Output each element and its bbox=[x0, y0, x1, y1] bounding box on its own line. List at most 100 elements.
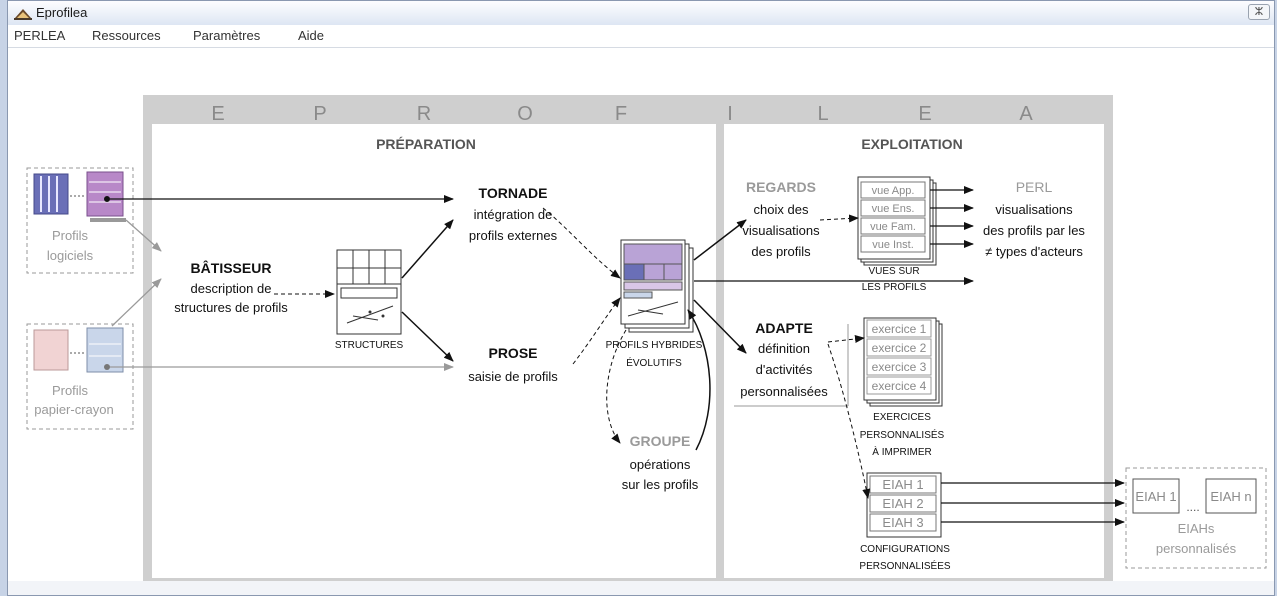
exercises-label: EXERCICES bbox=[873, 412, 931, 423]
exercises-stack: exercice 1 exercice 2 exercice 3 exercic… bbox=[860, 317, 945, 458]
arrow bbox=[693, 299, 747, 354]
adapte-line: définition bbox=[758, 341, 810, 356]
configurations-label: CONFIGURATIONS bbox=[860, 544, 950, 555]
regards-block: REGARDS choix des visualisations des pro… bbox=[742, 179, 820, 259]
arrow bbox=[125, 219, 162, 252]
arrow bbox=[401, 311, 454, 362]
adapte-line: personnalisées bbox=[740, 384, 828, 399]
eiahs-box-label: EIAH 1 bbox=[1135, 489, 1176, 504]
regards-line: visualisations bbox=[742, 223, 820, 238]
perl-line: ≠ types d'acteurs bbox=[985, 244, 1083, 259]
menu-bar: PERLEA Ressources Paramètres Aide bbox=[8, 25, 1274, 48]
arrow bbox=[827, 335, 865, 343]
arrow bbox=[401, 219, 454, 279]
eiahs-box-label: EIAH n bbox=[1210, 489, 1251, 504]
menu-parametres[interactable]: Paramètres bbox=[193, 28, 261, 43]
banner-letter: A bbox=[1019, 103, 1033, 125]
arrow bbox=[827, 343, 871, 499]
view-item: vue Ens. bbox=[872, 203, 915, 215]
software-profiles-label: logiciels bbox=[47, 248, 94, 263]
menu-aide[interactable]: Aide bbox=[298, 28, 325, 43]
view-item: vue Inst. bbox=[872, 239, 914, 251]
preparation-heading: PRÉPARATION bbox=[376, 136, 476, 152]
regards-line: des profils bbox=[751, 244, 811, 259]
banner-letter: F bbox=[615, 103, 627, 125]
groupe-line: opérations bbox=[630, 457, 691, 472]
paper-profiles-label: Profils bbox=[52, 383, 89, 398]
tornade-line: profils externes bbox=[469, 228, 558, 243]
status-strip bbox=[8, 581, 1274, 595]
app-logo-icon bbox=[14, 9, 32, 20]
eiah-item: EIAH 2 bbox=[882, 496, 923, 511]
prose-title: PROSE bbox=[488, 345, 537, 361]
exercises-label: À IMPRIMER bbox=[872, 445, 931, 458]
prose-block: PROSE saisie de profils bbox=[468, 345, 558, 384]
arrow bbox=[693, 219, 747, 261]
adapte-title: ADAPTE bbox=[755, 320, 813, 336]
prose-line: saisie de profils bbox=[468, 369, 558, 384]
exercise-item: exercice 1 bbox=[872, 322, 927, 336]
tornade-block: TORNADE intégration de profils externes bbox=[469, 185, 558, 243]
flow-arrows bbox=[110, 186, 1125, 526]
perl-block: PERL visualisations des profils par les … bbox=[983, 179, 1085, 259]
banner-letters: E P R O F I L E A bbox=[211, 103, 1033, 125]
groupe-line: sur les profils bbox=[622, 477, 699, 492]
views-label: VUES SUR bbox=[868, 266, 919, 277]
structures-label: STRUCTURES bbox=[335, 340, 404, 351]
close-button[interactable]: ⵣ bbox=[1248, 4, 1270, 20]
tornade-line: intégration de bbox=[474, 207, 553, 222]
groupe-title: GROUPE bbox=[630, 433, 691, 449]
diagram-area: E P R O F I L E A PRÉPARATION EXPLOITATI… bbox=[8, 48, 1274, 595]
exercise-item: exercice 2 bbox=[872, 341, 927, 355]
perl-line: des profils par les bbox=[983, 223, 1085, 238]
eiahs-label: EIAHs bbox=[1178, 521, 1215, 536]
paper-profiles-input: Profils papier-crayon bbox=[26, 323, 134, 430]
banner-letter: L bbox=[817, 103, 828, 125]
perl-title: PERL bbox=[1016, 179, 1053, 195]
regards-line: choix des bbox=[754, 202, 809, 217]
window-title: Eprofilea bbox=[36, 5, 88, 20]
exploitation-heading: EXPLOITATION bbox=[861, 136, 962, 152]
banner-letter: I bbox=[727, 103, 733, 125]
hybrid-profiles-label: ÉVOLUTIFS bbox=[626, 356, 682, 369]
banner-letter: E bbox=[918, 103, 931, 125]
exercise-item: exercice 4 bbox=[872, 379, 927, 393]
menu-ressources[interactable]: Ressources bbox=[92, 28, 161, 43]
arrow bbox=[542, 207, 621, 279]
title-bar: Eprofilea ⵣ bbox=[8, 1, 1274, 26]
eiah-stack: EIAH 1 EIAH 2 EIAH 3 CONFIGURATIONS PERS… bbox=[859, 472, 951, 572]
view-item: vue App. bbox=[872, 185, 915, 197]
regards-title: REGARDS bbox=[746, 179, 816, 195]
adapte-line: d'activités bbox=[756, 362, 813, 377]
batisseur-title: BÂTISSEUR bbox=[191, 259, 272, 276]
tornade-title: TORNADE bbox=[479, 185, 548, 201]
eiahs-ellipsis: .... bbox=[1186, 500, 1199, 514]
paper-profiles-label: papier-crayon bbox=[34, 402, 114, 417]
software-profiles-input: Profils logiciels bbox=[26, 167, 134, 274]
arrow bbox=[606, 329, 627, 444]
arrow bbox=[687, 309, 711, 451]
adapte-block: ADAPTE définition d'activités personnali… bbox=[734, 320, 849, 407]
close-icon: ⵣ bbox=[1254, 6, 1264, 18]
arrow bbox=[572, 297, 621, 365]
batisseur-block: BÂTISSEUR description de structures de p… bbox=[174, 259, 288, 315]
exercise-item: exercice 3 bbox=[872, 360, 927, 374]
eprofilea-diagram: E P R O F I L E A PRÉPARATION EXPLOITATI… bbox=[26, 95, 1267, 583]
menu-perlea[interactable]: PERLEA bbox=[14, 28, 66, 43]
batisseur-line: structures de profils bbox=[174, 300, 288, 315]
arrow bbox=[819, 214, 859, 223]
banner-letter: E bbox=[211, 103, 224, 125]
eiahs-label: personnalisés bbox=[1156, 541, 1237, 556]
eiah-item: EIAH 1 bbox=[882, 477, 923, 492]
views-stack: vue App. vue Ens. vue Fam. vue Inst. VUE… bbox=[857, 176, 937, 293]
batisseur-line: description de bbox=[191, 281, 272, 296]
configurations-label: PERSONNALISÉES bbox=[859, 559, 950, 572]
software-profiles-label: Profils bbox=[52, 228, 89, 243]
eiah-item: EIAH 3 bbox=[882, 515, 923, 530]
banner-letter: R bbox=[417, 103, 431, 125]
arrow bbox=[111, 278, 162, 327]
views-label: LES PROFILS bbox=[862, 282, 927, 293]
structures-icon: STRUCTURES bbox=[335, 249, 404, 351]
banner-letter: P bbox=[313, 103, 326, 125]
preparation-panel bbox=[152, 124, 716, 578]
